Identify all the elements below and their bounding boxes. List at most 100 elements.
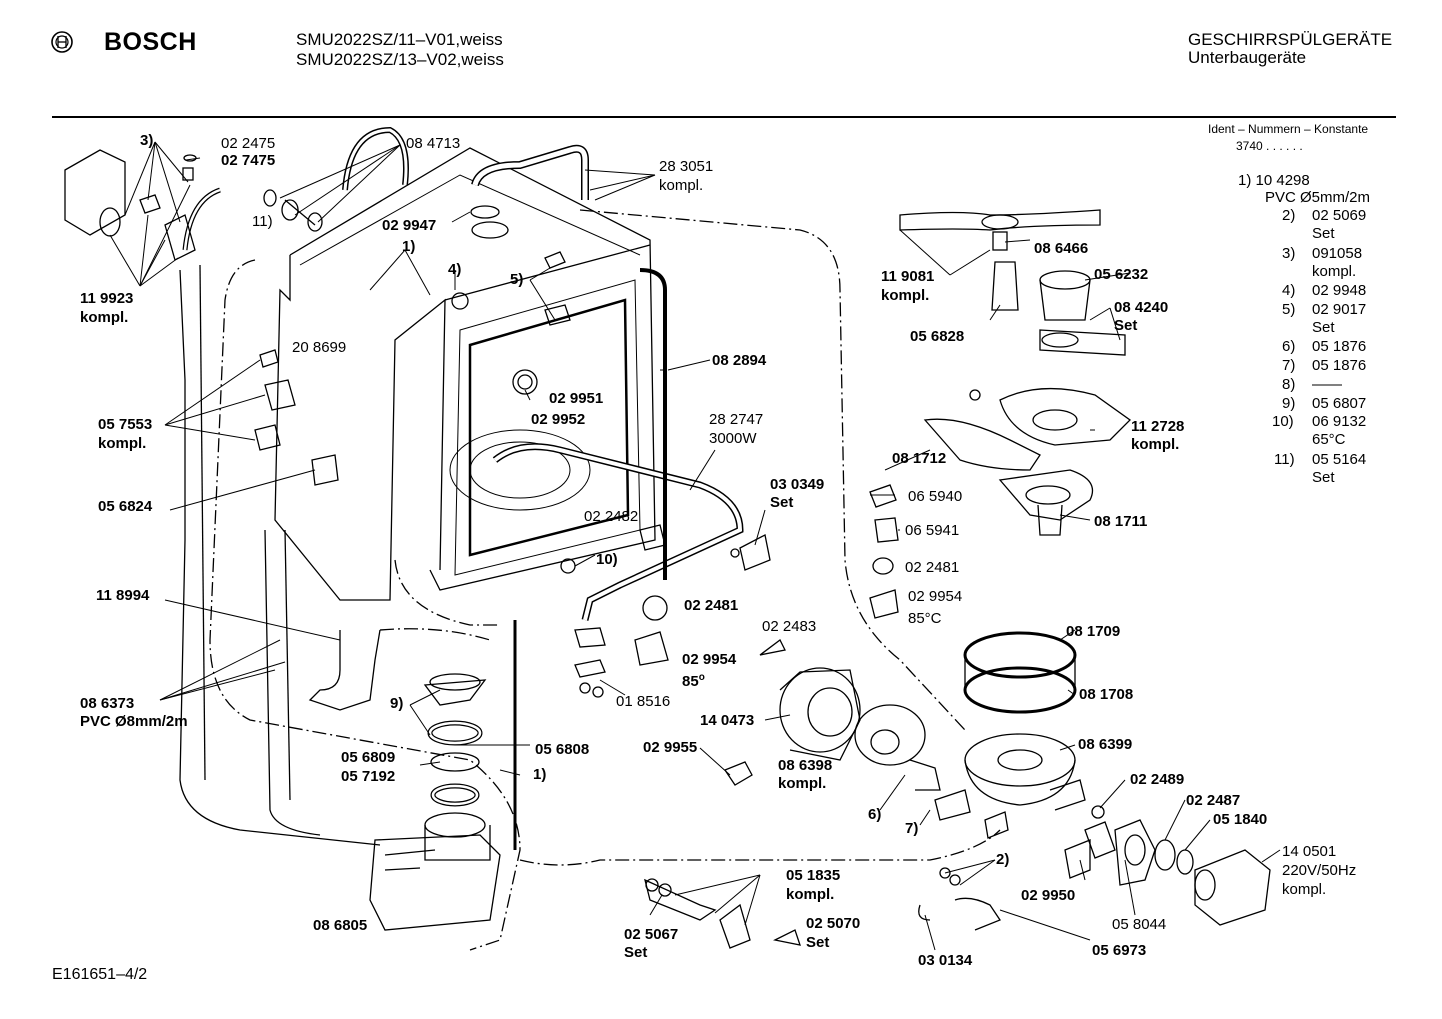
callout-1a: 1) (402, 238, 416, 255)
part-056824: 05 6824 (98, 498, 153, 515)
brand-name: BOSCH (104, 28, 197, 56)
part-081708: 08 1708 (1079, 686, 1134, 703)
tub-body (274, 147, 656, 601)
part-027475: 02 7475 (221, 152, 276, 169)
header-rule (52, 116, 1396, 118)
part-112728-kompl: kompl. (1131, 436, 1180, 453)
drawing-reference: E161651–4/2 (52, 966, 148, 983)
part-086805: 08 6805 (313, 917, 368, 934)
part-029955: 02 9955 (643, 739, 698, 756)
bosch-logo-icon (51, 31, 73, 53)
part-086373: 08 6373 (80, 695, 135, 712)
part-282747: 28 2747 (709, 411, 764, 428)
part-030134: 03 0134 (918, 952, 973, 969)
callout-3: 3) (140, 132, 154, 149)
part-029947: 02 9947 (382, 217, 437, 234)
legend-6-v: 05 1876 (1312, 338, 1367, 355)
callout-7: 7) (905, 820, 919, 837)
callout-1b: 1) (533, 766, 547, 783)
legend-1: 1) 10 4298 (1238, 172, 1310, 189)
part-119923-kompl: kompl. (80, 309, 129, 326)
part-029950: 02 9950 (1021, 887, 1076, 904)
legend-9-v: 05 6807 (1312, 395, 1367, 412)
model-line-2: SMU2022SZ/13–V02,weiss (296, 50, 504, 69)
part-084240-set: Set (1114, 317, 1138, 334)
part-029954b-temp: 85°C (908, 610, 942, 627)
legend-8: 8) (1282, 376, 1296, 393)
part-056808: 05 6808 (535, 741, 590, 758)
part-283051: 28 3051 (659, 158, 714, 175)
pump-motor (779, 667, 1009, 839)
part-029954a-temp: 85o (682, 672, 705, 690)
bracket (342, 126, 409, 191)
part-140501-voltage: 220V/50Hz (1282, 862, 1357, 879)
part-022482: 02 2482 (584, 508, 639, 525)
part-057192: 05 7192 (341, 768, 396, 785)
part-022489: 02 2489 (1130, 771, 1185, 788)
leader-lines (109, 141, 1281, 951)
part-119923: 11 9923 (80, 290, 134, 307)
part-112728: 11 2728 (1131, 418, 1185, 435)
part-086398-kompl: kompl. (778, 775, 827, 792)
part-058044: 05 8044 (1112, 916, 1167, 933)
model-line-1: SMU2022SZ/11–V01,weiss (296, 30, 503, 49)
part-029951: 02 9951 (549, 390, 604, 407)
part-057553: 05 7553 (98, 416, 153, 433)
callout-4: 4) (448, 261, 462, 278)
legend-6: 6) (1282, 338, 1296, 355)
part-056828: 05 6828 (910, 328, 965, 345)
part-082894: 08 2894 (712, 352, 767, 369)
part-057553-kompl: kompl. (98, 435, 147, 452)
part-140473: 14 0473 (700, 712, 755, 729)
legend-11: 11) (1274, 451, 1295, 468)
part-051840: 05 1840 (1213, 811, 1268, 828)
legend-3: 3) (1282, 245, 1296, 262)
part-051835: 05 1835 (786, 867, 841, 884)
part-056232: 05 6232 (1094, 266, 1149, 283)
legend-2: 2) (1282, 207, 1296, 224)
callout-10: 10) (596, 551, 618, 568)
part-208699: 20 8699 (292, 339, 347, 356)
part-081712: 08 1712 (892, 450, 947, 467)
callout-11: 11) (252, 213, 273, 230)
ident-code: 3740 . . . . . . (1236, 139, 1303, 153)
part-022483: 02 2483 (762, 618, 817, 635)
part-140501-kompl: kompl. (1282, 881, 1327, 898)
part-029954a: 02 9954 (682, 651, 737, 668)
part-119081: 11 9081 (881, 268, 935, 285)
outline-dashdot (209, 209, 1001, 951)
legend-7: 7) (1282, 357, 1296, 374)
door-seal (639, 268, 667, 580)
part-086373-pvc: PVC Ø8mm/2m (80, 713, 188, 730)
heater-element (492, 443, 744, 621)
legend-9: 9) (1282, 395, 1296, 412)
legend-5: 5) (1282, 301, 1296, 318)
legend-7-v: 05 1876 (1312, 357, 1367, 374)
callout-5: 5) (510, 271, 524, 288)
part-119081-kompl: kompl. (881, 287, 930, 304)
ident-title: Ident – Nummern – Konstante (1208, 122, 1369, 136)
part-051835-kompl: kompl. (786, 886, 835, 903)
left-hose (179, 269, 381, 846)
callout-6: 6) (868, 806, 882, 823)
sump-assembly (308, 620, 517, 931)
part-081711: 08 1711 (1094, 513, 1148, 530)
filter-ring (963, 631, 1105, 819)
category-title: GESCHIRRSPÜLGERÄTE (1188, 30, 1393, 49)
part-022481b: 02 2481 (905, 559, 960, 576)
legend-1b: PVC Ø5mm/2m (1265, 189, 1371, 206)
part-283051-kompl: kompl. (659, 177, 704, 194)
top-pipe (471, 144, 589, 200)
part-018516: 01 8516 (616, 693, 671, 710)
part-140501: 14 0501 (1282, 843, 1337, 860)
part-025070: 02 5070 (806, 915, 861, 932)
callout-2: 2) (996, 851, 1010, 868)
inlet-valve (918, 819, 1271, 931)
part-065940: 06 5940 (908, 488, 963, 505)
